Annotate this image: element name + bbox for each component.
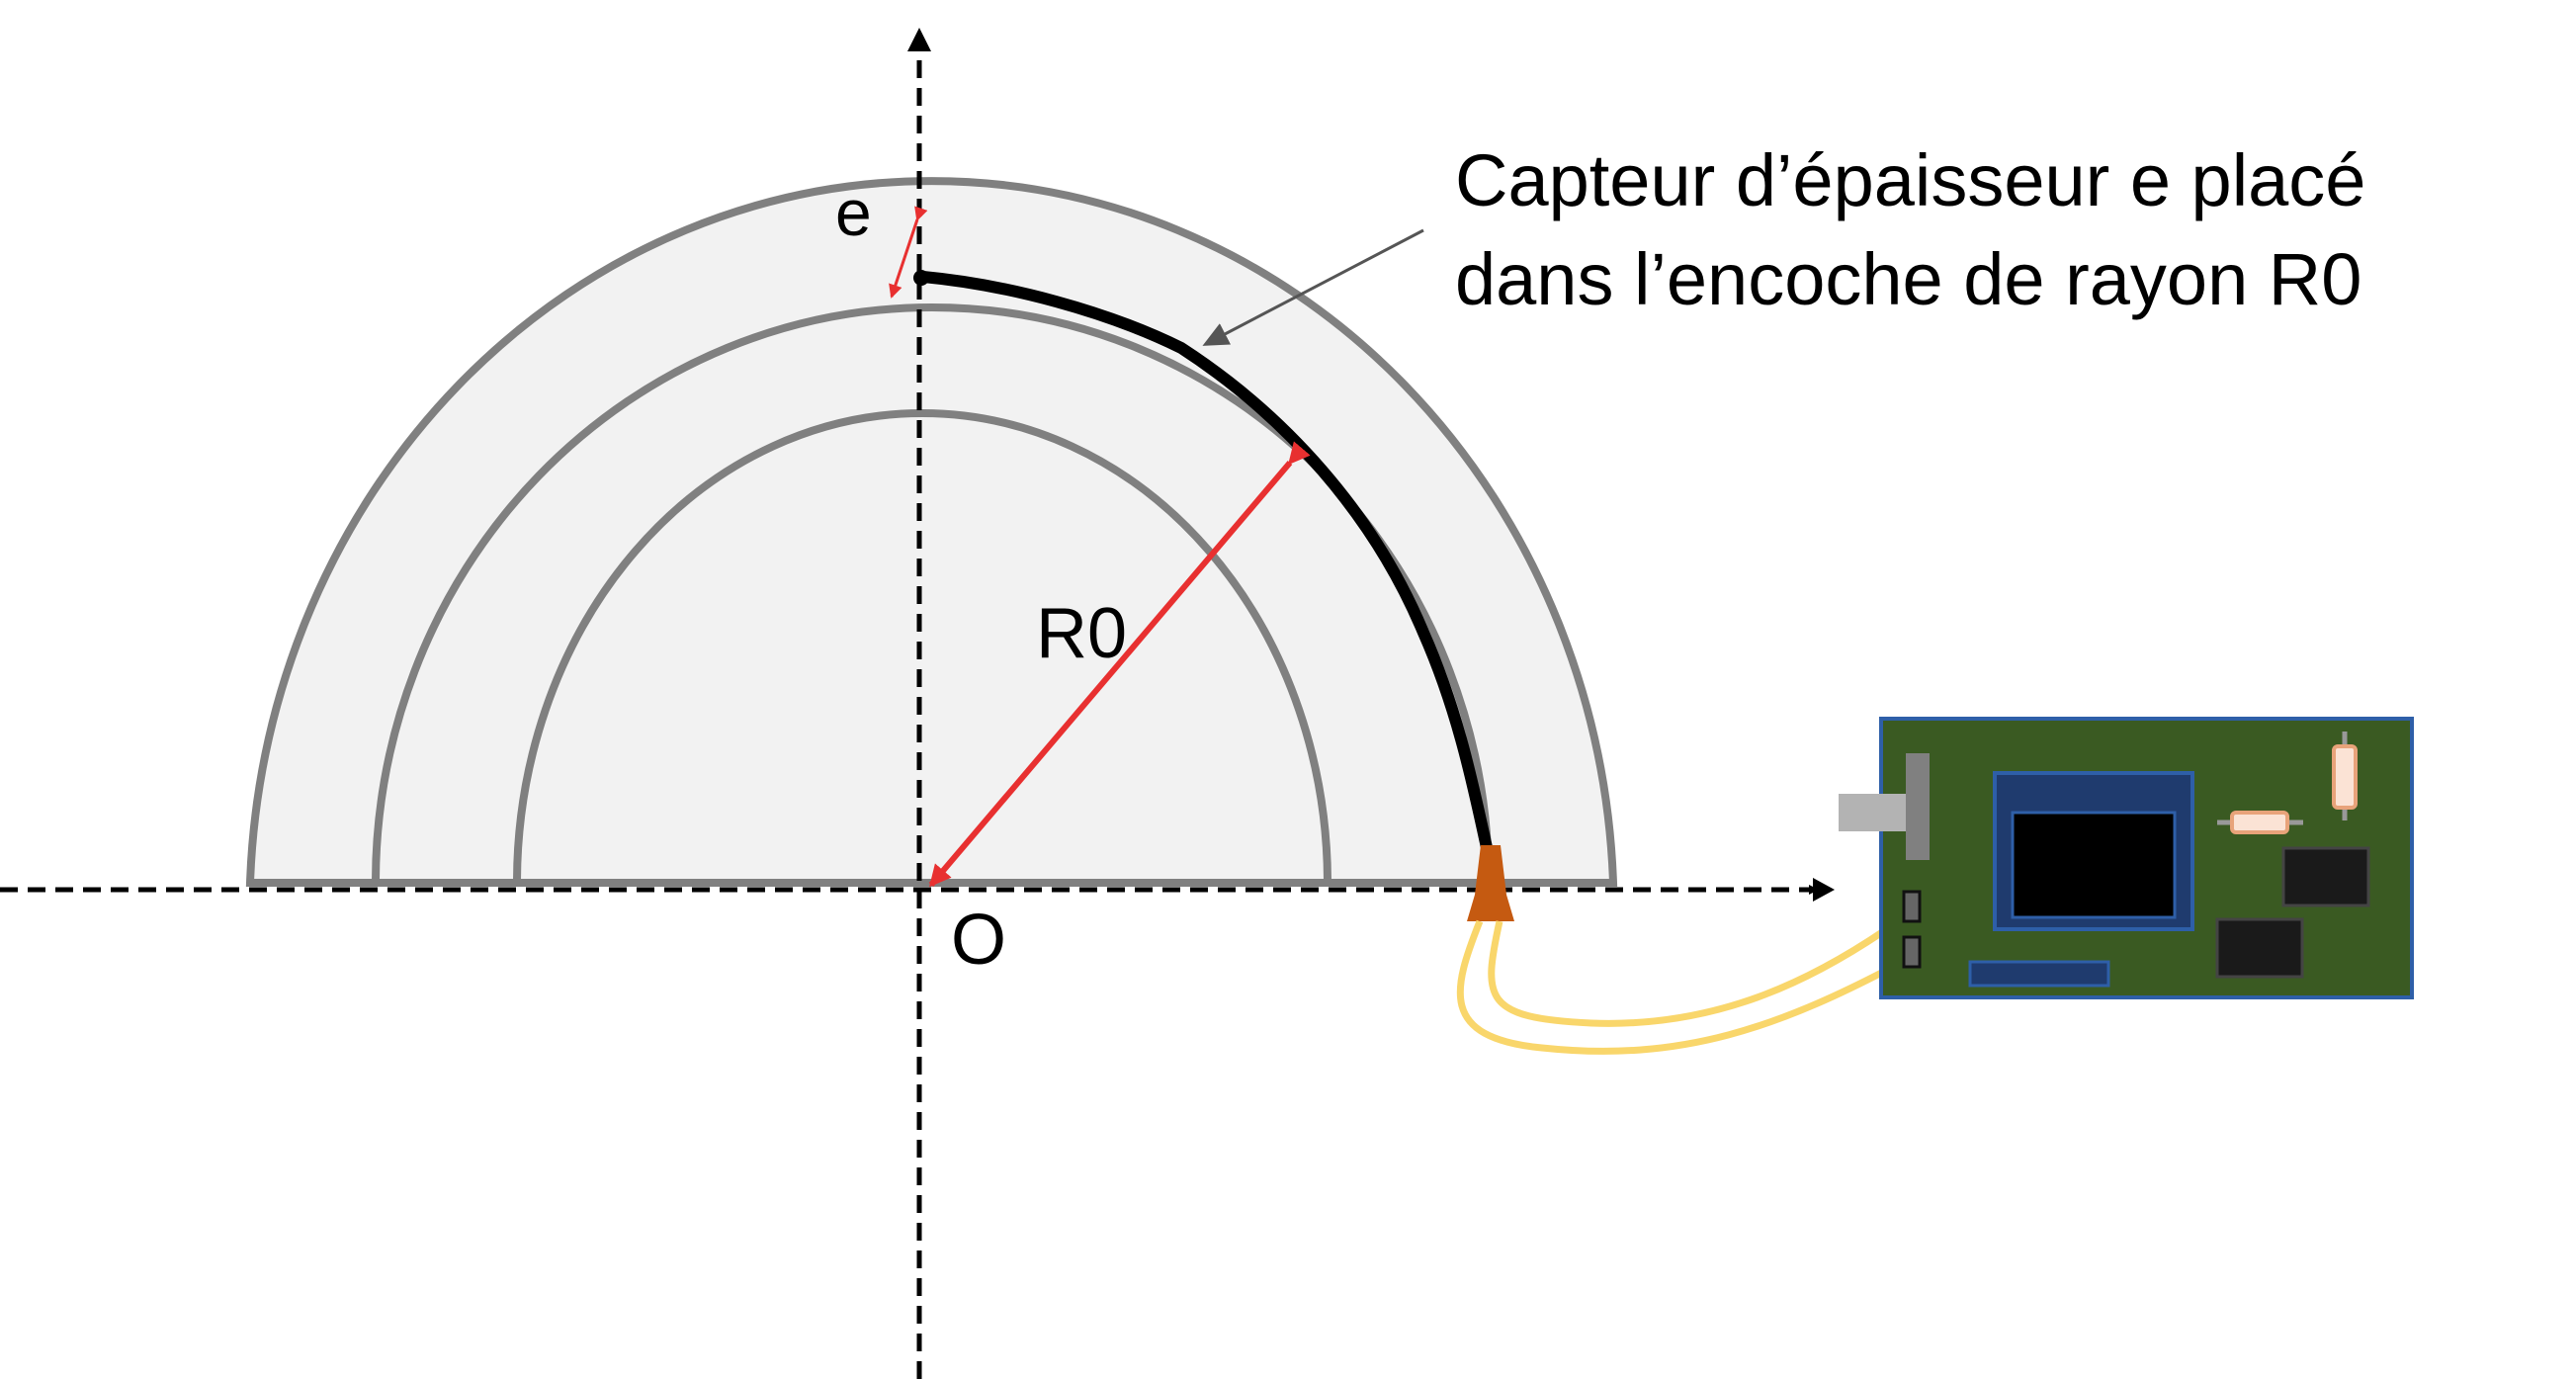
radius-arrow <box>928 441 1311 888</box>
board-terminal-2 <box>1902 935 1922 969</box>
x-axis-arrowhead <box>1813 878 1835 902</box>
sensor-connector <box>1467 845 1514 921</box>
electronic-board <box>1839 717 2414 999</box>
caption-leader-line <box>1202 228 1424 346</box>
thickness-label: e <box>835 176 872 249</box>
board-resistor-vertical <box>2332 744 2358 810</box>
wire-1 <box>1456 919 1910 1055</box>
notch-arc <box>372 303 1493 884</box>
board-bottom-connector <box>1968 960 2110 988</box>
sensor-tip <box>913 270 929 286</box>
board-chip-1 <box>2281 846 2370 907</box>
wire-2 <box>1488 911 1911 1027</box>
caption-line-1: Capteur d’épaisseur e placé <box>1455 139 2365 221</box>
caption-line-2: dans l’encoche de rayon R0 <box>1455 238 2361 320</box>
outer-half-disc <box>245 177 1618 887</box>
radius-label: R0 <box>1036 594 1127 673</box>
thickness-arrow <box>889 206 928 299</box>
board-resistor-horizontal <box>2230 811 2289 834</box>
origin-label: O <box>951 901 1006 980</box>
y-axis-arrowhead <box>907 28 931 51</box>
board-side-connector <box>1839 794 1908 831</box>
board-terminal-1 <box>1902 890 1922 923</box>
board-chip-2 <box>2215 917 2304 979</box>
thickness-sensor <box>917 271 1497 871</box>
